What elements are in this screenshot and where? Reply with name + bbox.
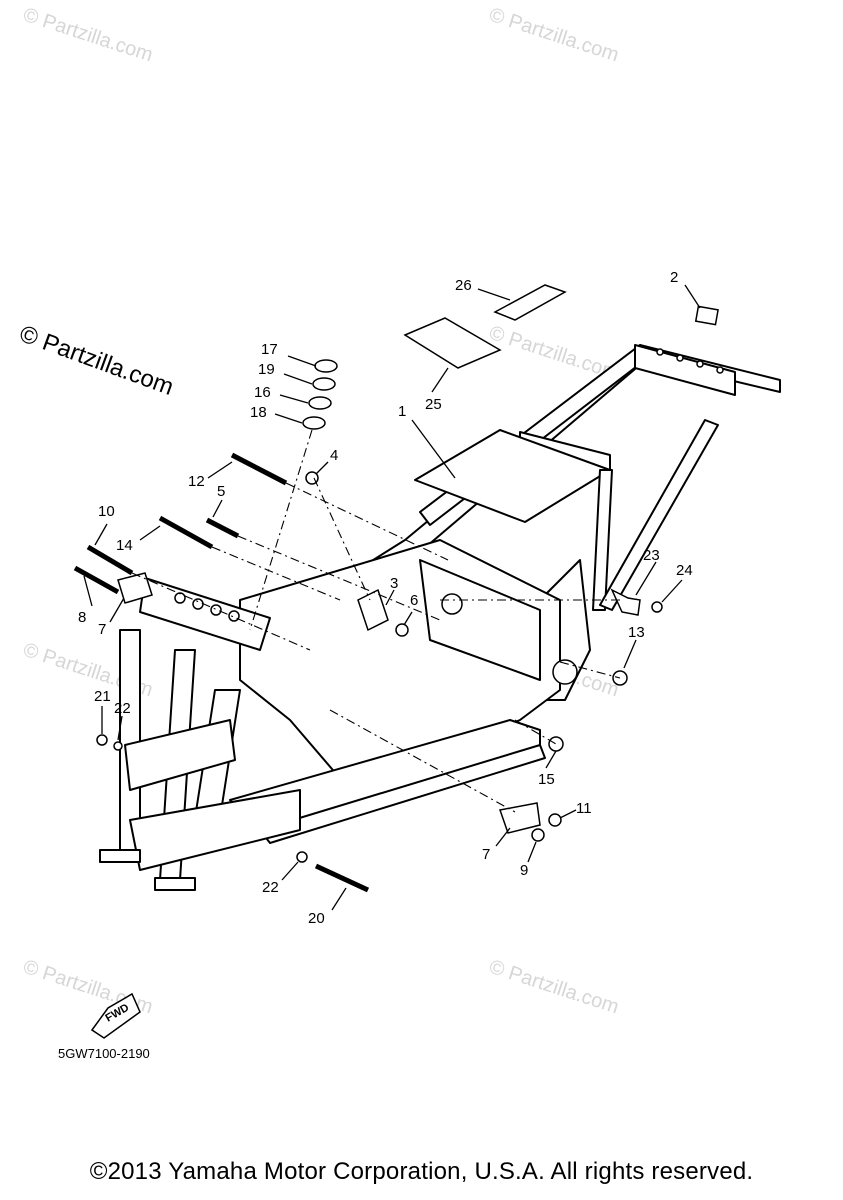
- plate-hole: [552, 659, 578, 685]
- callout-22-front: 22: [114, 700, 131, 717]
- frame-front-cross: [124, 719, 236, 791]
- callout-8: 8: [78, 609, 86, 626]
- nut-9: [531, 828, 545, 842]
- leader-dash: [559, 661, 621, 679]
- callout-1: 1: [398, 403, 406, 420]
- fwd-arrow: FWD: [90, 992, 141, 1039]
- callout-13: 13: [628, 624, 645, 641]
- callout-24: 24: [676, 562, 693, 579]
- nut-11: [548, 813, 562, 827]
- callout-7-front: 7: [98, 621, 106, 638]
- copyright-notice: ©2013 Yamaha Motor Corporation, U.S.A. A…: [89, 1158, 754, 1185]
- callout-20: 20: [308, 910, 325, 927]
- washer-22b: [296, 851, 308, 863]
- callout-3: 3: [390, 575, 398, 592]
- plate-hole: [210, 604, 222, 616]
- washer-21: [96, 734, 108, 746]
- strap-part: [493, 284, 567, 321]
- plate-hole: [441, 593, 463, 615]
- frame-top-rail-right: [419, 344, 781, 526]
- bushing-part: [314, 359, 338, 373]
- bolt-5: [205, 517, 240, 539]
- callout-12: 12: [188, 473, 205, 490]
- plate-hole: [228, 610, 240, 622]
- callout-10: 10: [98, 503, 115, 520]
- callout-15: 15: [538, 771, 555, 788]
- bolt-8: [73, 565, 120, 595]
- nut-15: [548, 736, 564, 752]
- callout-25: 25: [425, 396, 442, 413]
- callout-6: 6: [410, 592, 418, 609]
- callout-11: 11: [576, 800, 592, 817]
- plate-hole: [174, 592, 186, 604]
- crossmember-hole: [676, 354, 684, 362]
- bracket-7-rear: [499, 802, 541, 834]
- callout-14: 14: [116, 537, 133, 554]
- bolt-10: [86, 544, 134, 576]
- frame-front-plate: [139, 577, 271, 651]
- callout-labels: 1 2 3 4 5 6 7 7 8 9 10 11 12 13 14 15 16…: [78, 269, 693, 927]
- leader-dash: [211, 546, 341, 601]
- callout-2: 2: [670, 269, 678, 286]
- callout-26: 26: [455, 277, 472, 294]
- callout-5: 5: [217, 483, 225, 500]
- frame-drawing: [99, 344, 781, 891]
- bracket-3: [357, 588, 389, 632]
- crossmember-hole: [696, 360, 704, 368]
- bracket-23: [610, 588, 641, 616]
- callout-18: 18: [250, 404, 267, 421]
- frame-front-bumper: [99, 849, 141, 863]
- bracket-7-front: [117, 572, 153, 604]
- frame-rear-diagonal: [599, 419, 719, 611]
- connector-part: [694, 305, 719, 326]
- crossmember-hole: [716, 366, 724, 374]
- fwd-arrow-icon: [90, 992, 141, 1039]
- bolt-24: [651, 601, 663, 613]
- frame-front-bumper-2: [154, 877, 196, 891]
- watermark-low-right: © Partzilla.com: [486, 956, 621, 1019]
- callout-23: 23: [643, 547, 660, 564]
- bolt-14: [158, 515, 214, 550]
- leader-dash: [313, 477, 371, 601]
- washer-22: [113, 741, 123, 751]
- watermark-top-right: © Partzilla.com: [486, 4, 621, 67]
- callout-17: 17: [261, 341, 278, 358]
- nut-6: [395, 623, 409, 637]
- callout-4: 4: [330, 447, 338, 464]
- bushing-part: [308, 396, 332, 410]
- bushing-part: [312, 377, 336, 391]
- crossmember-hole: [656, 348, 664, 356]
- callout-21: 21: [94, 688, 111, 705]
- leader-dash: [131, 572, 311, 651]
- callout-22-rear: 22: [262, 879, 279, 896]
- loose-parts: [73, 284, 719, 893]
- bolt-12: [230, 452, 288, 486]
- leader-dash: [285, 482, 449, 561]
- leader-dash: [514, 719, 557, 745]
- callout-7-rear: 7: [482, 846, 490, 863]
- callout-16: 16: [254, 384, 271, 401]
- watermark-top-left: © Partzilla.com: [20, 4, 155, 67]
- drawing-code: 5GW7100-2190: [58, 1046, 150, 1061]
- leader-dash: [237, 535, 441, 621]
- watermark-large: © Partzilla.com: [16, 320, 177, 401]
- plate-hole: [192, 598, 204, 610]
- leader-dash: [249, 429, 313, 631]
- callout-9: 9: [520, 862, 528, 879]
- callout-leaders: [83, 284, 701, 911]
- manual-pouch-part: [403, 317, 502, 369]
- leader-dash: [329, 709, 516, 813]
- dashed-leaders: [131, 429, 621, 813]
- frame-engine-bay: [419, 559, 541, 681]
- callout-19: 19: [258, 361, 275, 378]
- bushing-part: [302, 416, 326, 430]
- bolt-20: [314, 863, 370, 893]
- frame-rear-upright: [592, 469, 613, 611]
